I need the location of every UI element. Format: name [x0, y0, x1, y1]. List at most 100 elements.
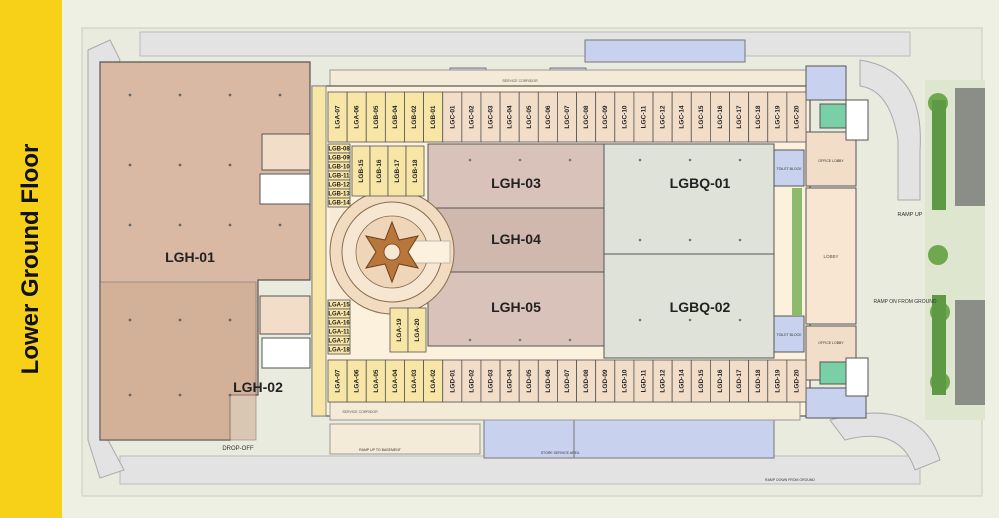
green-room-top — [819, 103, 847, 129]
shop-label: LGD-09 — [602, 369, 609, 393]
label-lgh01: LGH-01 — [165, 249, 215, 265]
office-lobby-top — [805, 131, 857, 187]
store-lgh05 — [427, 271, 605, 347]
right-bottom-ramp — [829, 412, 941, 471]
shop-label: LGD-20 — [793, 369, 800, 393]
right-stair-bottom — [845, 357, 869, 397]
shop-label: LGB-10 — [328, 165, 350, 171]
label-lgh02: LGH-02 — [233, 379, 283, 395]
shop-unit: LGD-12 — [652, 359, 673, 403]
left-corridor-strip — [311, 85, 327, 417]
shop-unit: LGB-12 — [327, 179, 351, 190]
shop-label: LGA-17 — [328, 339, 350, 345]
shop-label: LGA-07 — [335, 369, 342, 393]
hypermarket-columns — [128, 93, 282, 397]
floor-title-banner: Lower Ground Floor — [0, 0, 62, 518]
label-lgbq02: LGBQ-02 — [670, 299, 731, 315]
shop-unit: LGA-02 — [423, 359, 444, 403]
shop-outline — [405, 145, 425, 197]
shop-unit: LGD-17 — [729, 359, 750, 403]
shop-unit: LGA-03 — [404, 359, 425, 403]
label-lgh03: LGH-03 — [491, 175, 541, 191]
shop-label: LGC-01 — [449, 105, 456, 129]
store-lgh04 — [427, 207, 605, 273]
shop-unit: LGC-07 — [557, 91, 577, 143]
shop-unit: LGA-07 — [327, 359, 348, 403]
shop-unit: LGD-15 — [690, 359, 711, 403]
label-ramp-from-ground: RAMP ON FROM GROUND — [874, 299, 937, 305]
shop-unit: LGC-19 — [767, 91, 788, 143]
service-area-top-right — [805, 65, 847, 101]
shop-label: LGD-08 — [583, 369, 590, 393]
landscape-right — [925, 80, 985, 420]
shop-unit: LGD-03 — [480, 359, 501, 403]
right-green-strip — [792, 188, 802, 316]
label-lgbq01: LGBQ-01 — [670, 175, 731, 191]
top-service-strip — [584, 39, 746, 63]
shop-label: LGD-16 — [717, 369, 724, 393]
shop-unit: LGB-09 — [327, 152, 351, 163]
bottom-back-corridor — [329, 401, 801, 421]
shop-label: LGA-07 — [335, 105, 342, 129]
shop-unit: LGD-01 — [442, 359, 463, 403]
shop-unit: LGC-14 — [671, 91, 692, 143]
shop-label: LGB-04 — [392, 105, 399, 129]
shop-label: LGB-08 — [328, 147, 350, 153]
shop-unit: LGB-13 — [327, 188, 351, 199]
atrium — [329, 189, 455, 315]
shop-outline — [407, 307, 427, 353]
shop-unit: LGC-04 — [499, 91, 520, 143]
green-room-bottom — [819, 361, 847, 385]
shop-unit: LGC-12 — [652, 91, 673, 143]
shop-label: LGC-12 — [660, 105, 667, 129]
shop-unit: LGB-05 — [365, 91, 386, 143]
shop-label: LGB-11 — [328, 174, 350, 180]
top-road — [139, 31, 911, 57]
shop-unit: LGD-10 — [614, 359, 635, 403]
shop-label: LGC-11 — [640, 105, 647, 128]
shop-label: LGC-18 — [755, 105, 762, 129]
shop-label: LGD-04 — [507, 369, 514, 393]
left-upper-shop-block: LGB-08LGB-09LGB-10LGB-11LGB-12LGB-13LGB-… — [327, 143, 425, 208]
shop-unit: LGC-09 — [595, 91, 616, 143]
shop-unit: LGA-11 — [327, 326, 351, 337]
shop-label: LGC-02 — [468, 105, 475, 129]
store-lgbq01 — [603, 143, 775, 255]
label-service-corridor-bottom: SERVICE CORRIDOR — [342, 410, 378, 414]
shop-unit: LGC-05 — [518, 91, 539, 143]
shop-label: LGD-11 — [640, 369, 647, 392]
shop-unit: LGC-15 — [690, 91, 711, 143]
shop-unit: LGB-01 — [423, 91, 444, 143]
right-ramp — [859, 59, 921, 201]
shop-label: LGD-15 — [698, 369, 705, 393]
shop-label: LGB-09 — [328, 156, 350, 162]
shop-label: LGA-11 — [328, 330, 350, 336]
shop-label: LGB-14 — [328, 201, 350, 207]
hypermarket-lgh02-shape — [99, 281, 257, 441]
shop-unit: LGC-16 — [710, 91, 730, 143]
shop-unit: LGC-11 — [633, 91, 654, 143]
shop-unit: LGD-07 — [557, 359, 577, 403]
big-store-columns — [468, 158, 742, 342]
bottom-service-strip — [483, 417, 575, 459]
service-room-left-upper — [261, 133, 311, 171]
shop-unit: LGD-14 — [671, 359, 692, 403]
shop-label: LGA-04 — [392, 369, 399, 393]
shop-label: LGD-03 — [488, 369, 495, 393]
shop-label: LGA-06 — [354, 369, 361, 393]
shop-unit: LGA-04 — [384, 359, 405, 403]
shop-label: LGD-12 — [660, 369, 667, 393]
shop-label: LGC-07 — [564, 105, 571, 129]
shop-label: LGA-18 — [328, 348, 350, 354]
shop-unit: LGD-08 — [576, 359, 597, 403]
shop-label: LGC-15 — [698, 105, 705, 129]
shop-unit: LGB-17 — [387, 145, 407, 197]
label-office-lobby-bottom: OFFICE LOBBY — [818, 341, 844, 345]
shop-unit: LGD-18 — [748, 359, 769, 403]
shop-label: LGB-18 — [412, 159, 419, 183]
toilet-block-top — [773, 149, 805, 187]
